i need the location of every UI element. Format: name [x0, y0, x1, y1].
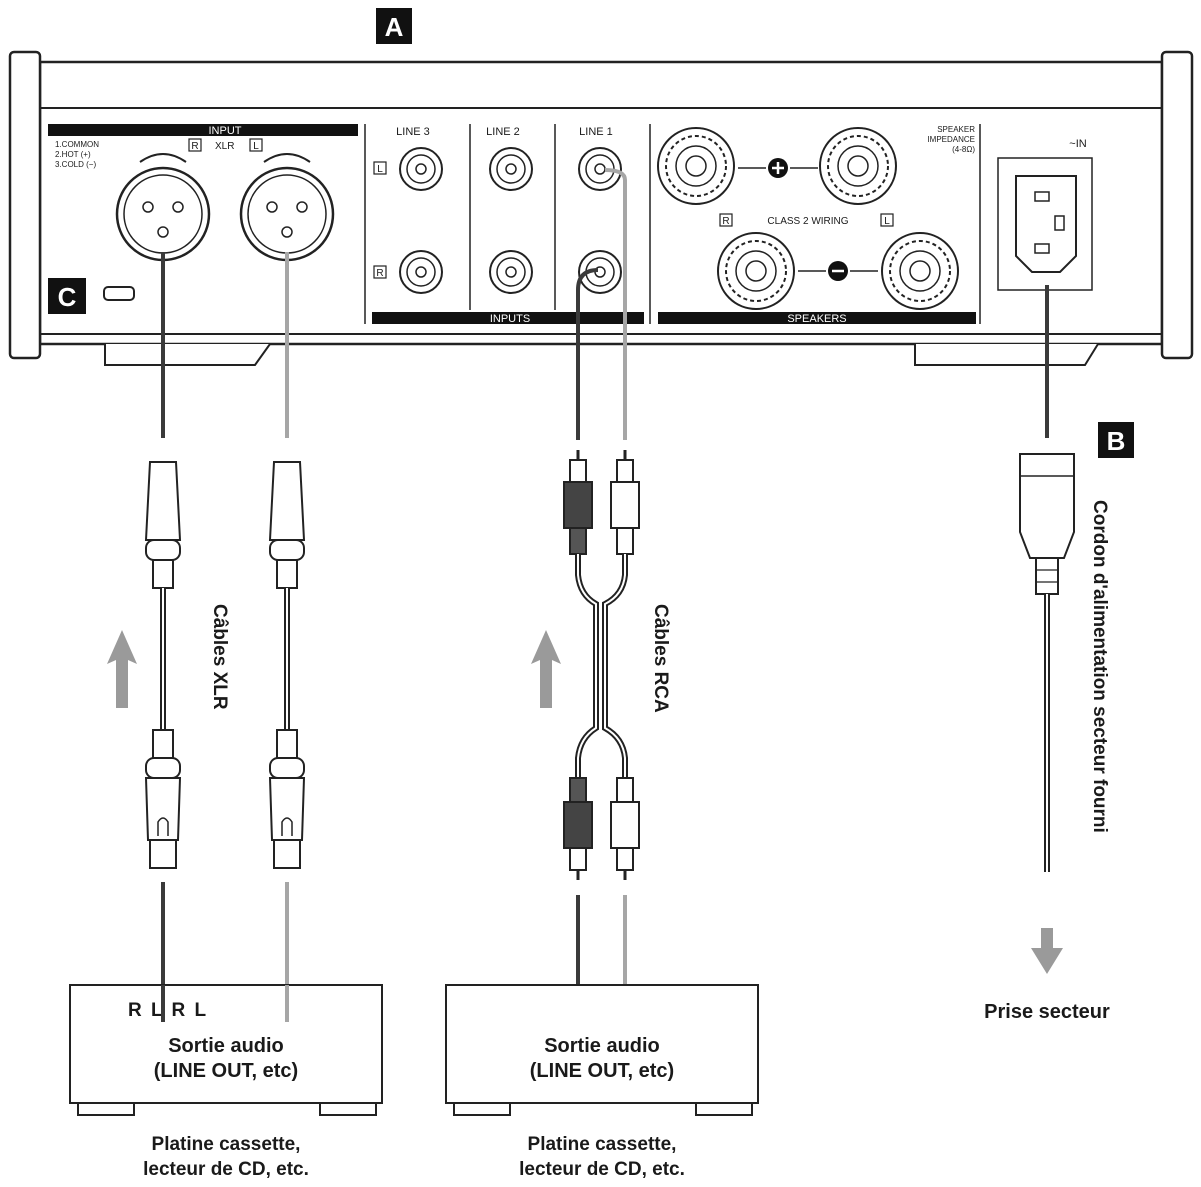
svg-text:L: L — [884, 216, 890, 227]
device-output-sublabel: (LINE OUT, etc) — [530, 1060, 674, 1082]
svg-text:INPUT: INPUT — [209, 125, 242, 137]
power-cord — [1019, 285, 1075, 872]
rca-cable-label: Câbles RCA — [650, 604, 671, 713]
outlet-label: Prise secteur — [984, 1001, 1110, 1023]
svg-text:LINE 2: LINE 2 — [486, 126, 520, 138]
xlr-cable-left — [268, 252, 306, 1015]
speaker-terminal-l-plus — [819, 127, 897, 205]
speaker-terminal-l-minus — [881, 232, 959, 310]
rca-jack-line1-r — [578, 250, 622, 294]
source-device-2: Sortie audio (LINE OUT, etc) — [445, 984, 759, 1116]
svg-text:SPEAKER: SPEAKER — [937, 125, 975, 134]
svg-text:IMPEDANCE: IMPEDANCE — [927, 135, 975, 144]
device-output-label: Sortie audio — [168, 1035, 284, 1057]
svg-text:LINE 1: LINE 1 — [579, 126, 613, 138]
svg-text:R: R — [722, 216, 729, 227]
svg-text:1.COMMON: 1.COMMON — [55, 140, 99, 149]
svg-text:~IN: ~IN — [1069, 138, 1086, 150]
svg-text:SPEAKERS: SPEAKERS — [787, 313, 846, 325]
svg-text:LINE 3: LINE 3 — [396, 126, 430, 138]
device-output-sublabel: (LINE OUT, etc) — [154, 1060, 298, 1082]
down-arrow-icon — [1031, 928, 1063, 974]
xlr-cable-right — [144, 252, 182, 1015]
svg-text:L: L — [377, 164, 383, 175]
signal-direction-arrow-rca — [531, 630, 561, 708]
device-caption-line2: lecteur de CD, etc. — [143, 1159, 309, 1180]
signal-direction-arrow-xlr — [107, 630, 137, 708]
device-output-label: Sortie audio — [544, 1035, 660, 1057]
device-caption: Platine cassette, — [528, 1134, 677, 1155]
svg-text:A: A — [385, 12, 404, 42]
svg-text:C: C — [58, 282, 77, 312]
ac-inlet: ~IN — [997, 138, 1093, 291]
xlr-jack-left — [239, 153, 335, 262]
amplifier-rear-panel — [8, 50, 1194, 366]
svg-text:R: R — [376, 268, 383, 279]
rca-cable — [563, 168, 640, 1018]
device-caption: Platine cassette, — [152, 1134, 301, 1155]
xlr-cable-label: Câbles XLR — [209, 604, 230, 710]
svg-text:CLASS 2 WIRING: CLASS 2 WIRING — [767, 216, 848, 227]
usb-port — [103, 286, 135, 301]
tag-a: A — [376, 8, 412, 44]
svg-text:XLR: XLR — [215, 141, 234, 152]
speaker-terminal-r-minus — [717, 232, 795, 310]
svg-text:3.COLD (−): 3.COLD (−) — [55, 160, 96, 169]
rca-jack-line3-l — [399, 147, 443, 191]
speaker-terminal-r-plus — [657, 127, 735, 205]
svg-text:(4-8Ω): (4-8Ω) — [952, 145, 975, 154]
svg-text:2.HOT (+): 2.HOT (+) — [55, 150, 91, 159]
device-caption-line2: lecteur de CD, etc. — [519, 1159, 685, 1180]
tag-b: B — [1098, 422, 1134, 458]
svg-text:B: B — [1107, 426, 1126, 456]
xlr-input-section: INPUT 1.COMMON 2.HOT (+) 3.COLD (−) R XL… — [48, 124, 358, 262]
tag-c: C — [48, 278, 86, 314]
rca-jack-line2-l — [489, 147, 533, 191]
channel-labels: R L R L — [128, 1000, 208, 1021]
svg-text:L: L — [253, 141, 259, 152]
rca-jack-line3-r — [399, 250, 443, 294]
speakers-section: SPEAKER IMPEDANCE (4-8Ω) R CLASS 2 WIRIN… — [657, 124, 981, 325]
svg-text:R: R — [191, 141, 198, 152]
rca-jack-line2-r — [489, 250, 533, 294]
power-cord-label: Cordon d'alimentation secteur fourni — [1089, 500, 1110, 833]
source-device-1: R L R L Sortie audio (LINE OUT, etc) — [69, 984, 383, 1116]
svg-text:INPUTS: INPUTS — [490, 313, 530, 325]
